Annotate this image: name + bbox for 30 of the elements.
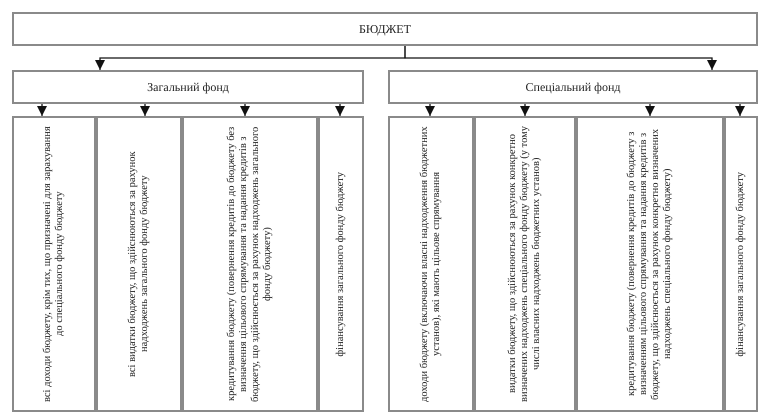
box-label: БЮДЖЕТ <box>359 22 411 36</box>
process-box <box>724 116 758 412</box>
arrow <box>140 104 150 116</box>
box-label: видатки бюджету, що здійснюються за рахунок конкретно визначених надходжень спеціального фонду бюджету (у тому числі власних надходжень бюджетних установ) <box>506 125 544 404</box>
process-box <box>182 116 318 412</box>
process-box <box>12 70 364 104</box>
process-box <box>96 116 182 412</box>
arrow <box>735 104 745 116</box>
box-label: Загальний фонд <box>147 80 229 94</box>
arrow <box>335 104 345 116</box>
process-box <box>12 116 96 412</box>
box-label: фінансування загального фонду бюджету <box>334 172 347 356</box>
arrow <box>404 46 717 70</box>
arrow <box>645 104 655 116</box>
arrow <box>425 104 435 116</box>
box-label: всі доходи бюджету, крім тих, що призначені для зарахування до спеціального фонду бюджету <box>42 125 66 404</box>
box-label: кредитування бюджету (повернення кредитів до бюджету з визначенням цільового спрямування та надання кредитів з бюджету, що здійснюється за рахунок конкретно визначених надходжень спеціального фонду бюджету) <box>626 127 674 402</box>
box-label: Спеціальний фонд <box>526 80 620 94</box>
box-label: всі видатки бюджету, що здійснюються за рахунок надходжень загального фонду бюджету <box>126 150 151 379</box>
process-box <box>318 116 364 412</box>
arrow <box>37 104 47 116</box>
box-label: фінансування загального фонду бюджету <box>734 172 747 356</box>
process-box <box>474 116 576 412</box>
process-box <box>576 116 724 412</box>
arrow <box>240 104 250 116</box>
process-box <box>388 70 758 104</box>
arrow <box>520 104 530 116</box>
box-label: кредитування бюджету (повернення кредитів до бюджету без визначення цільового спрямування та надання кредитів з бюджету, що здійснюється за рахунок надходжень загального фонду бюджету) <box>226 125 274 404</box>
process-box <box>388 116 474 412</box>
process-box <box>12 12 758 46</box>
